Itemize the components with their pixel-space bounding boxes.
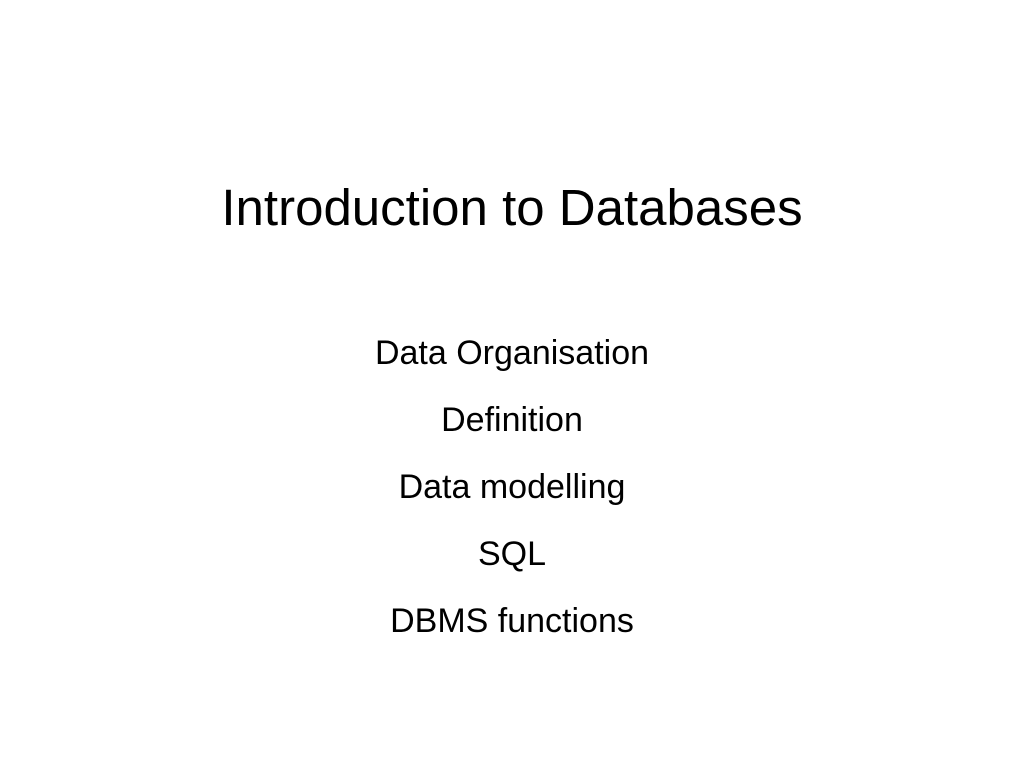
subtitle-item-data-modelling: Data modelling bbox=[398, 468, 626, 506]
subtitle-item-data-organisation: Data Organisation bbox=[374, 334, 650, 372]
slide-title: Introduction to Databases bbox=[221, 179, 803, 236]
subtitle-item-sql: SQL bbox=[477, 535, 547, 573]
subtitle-item-definition: Definition bbox=[441, 401, 583, 439]
slide-subtitle-list: Data Organisation Definition Data modell… bbox=[0, 332, 1024, 667]
subtitle-item-dbms-functions: DBMS functions bbox=[390, 602, 634, 640]
